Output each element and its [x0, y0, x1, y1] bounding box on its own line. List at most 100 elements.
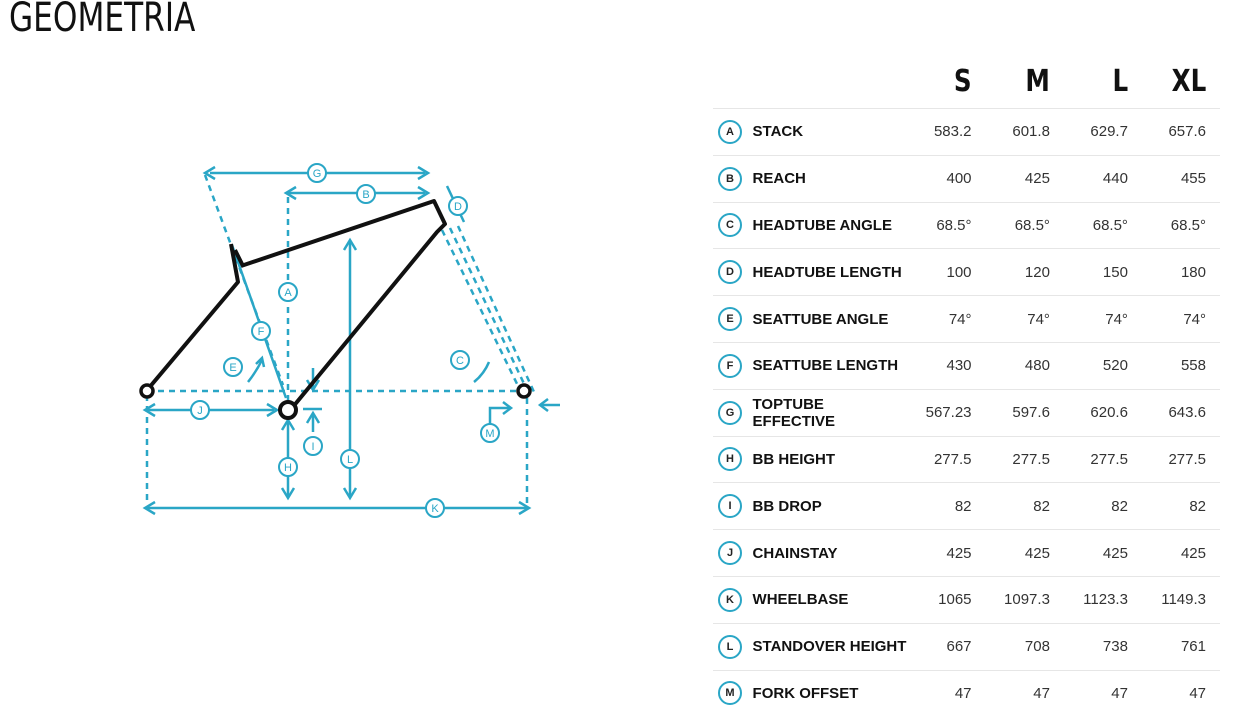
diagram-badge-c: C: [450, 350, 470, 370]
diagram-badge-e: E: [223, 357, 243, 377]
diagram-badge-g: G: [307, 163, 327, 183]
cell-value: 425: [1063, 529, 1142, 577]
row-letter-badge: L: [718, 634, 742, 659]
cell-value: 74°: [1141, 295, 1220, 343]
cell-value: 643.6: [1141, 388, 1220, 437]
cell-value: 68.5°: [1063, 201, 1142, 249]
cell-value: 601.8: [985, 108, 1064, 156]
frame-outline: [146, 199, 447, 410]
svg-text:D: D: [454, 201, 462, 213]
svg-text:L: L: [347, 454, 353, 466]
size-header-row: S M L XL: [713, 55, 1220, 109]
row-label: BB DROP: [752, 482, 908, 530]
rear-axle: [139, 383, 155, 399]
diagram-badge-k: K: [425, 498, 445, 518]
cell-value: 1097.3: [985, 575, 1064, 624]
cell-value: 74°: [907, 295, 986, 343]
cell-value: 425: [985, 529, 1064, 577]
svg-text:M: M: [485, 428, 494, 440]
row-letter-badge: J: [718, 541, 742, 566]
row-label: REACH: [752, 154, 908, 203]
cell-value: 82: [985, 482, 1064, 530]
cell-value: 1065: [907, 575, 986, 624]
cell-value: 68.5°: [907, 201, 986, 249]
row-label: STANDOVER HEIGHT: [752, 622, 908, 671]
cell-value: 400: [907, 154, 986, 203]
row-letter-badge: K: [718, 587, 742, 612]
page-title: GEOMETRIA: [9, 0, 196, 41]
cell-value: 47: [1063, 669, 1142, 716]
row-label: HEADTUBE LENGTH: [752, 248, 908, 296]
cell-value: 425: [1141, 529, 1220, 577]
cell-value: 761: [1141, 622, 1220, 671]
cell-value: 100: [907, 248, 986, 296]
diagram-badge-b: B: [356, 184, 376, 204]
cell-value: 68.5°: [1141, 201, 1220, 249]
cell-value: 74°: [985, 295, 1064, 343]
size-header-xl: XL: [1171, 64, 1206, 99]
cell-value: 68.5°: [985, 201, 1064, 249]
cell-value: 425: [907, 529, 986, 577]
cell-value: 440: [1063, 154, 1142, 203]
cell-value: 150: [1063, 248, 1142, 296]
svg-text:E: E: [229, 362, 236, 374]
row-letter-badge: E: [718, 307, 742, 332]
row-letter-badge: I: [718, 494, 742, 519]
diagram-badge-a: A: [278, 282, 298, 302]
cell-value: 82: [1063, 482, 1142, 530]
cell-value: 180: [1141, 248, 1220, 296]
diagram-badge-m: M: [480, 423, 500, 443]
svg-text:C: C: [456, 355, 464, 367]
cell-value: 82: [1141, 482, 1220, 530]
row-letter-badge: F: [718, 353, 742, 378]
cell-value: 558: [1141, 341, 1220, 390]
diagram-badge-h: H: [278, 457, 298, 477]
row-letter-badge: M: [718, 681, 742, 706]
diagram-badge-j: J: [190, 400, 210, 420]
diagram-badge-d: D: [448, 196, 468, 216]
row-label: WHEELBASE: [752, 575, 908, 624]
size-header-m: M: [1025, 64, 1050, 99]
row-letter-badge: A: [718, 119, 742, 144]
cell-value: 567.23: [907, 388, 986, 437]
cell-value: 620.6: [1063, 388, 1142, 437]
cell-value: 74°: [1063, 295, 1142, 343]
row-label: STACK: [752, 108, 908, 156]
row-letter-badge: H: [718, 447, 742, 472]
svg-text:I: I: [311, 441, 314, 453]
cell-value: 738: [1063, 622, 1142, 671]
cell-value: 430: [907, 341, 986, 390]
row-letter-badge: D: [718, 260, 742, 285]
svg-text:A: A: [284, 287, 292, 299]
cell-value: 1123.3: [1063, 575, 1142, 624]
cell-value: 277.5: [1063, 435, 1142, 483]
row-letter-badge: C: [718, 213, 742, 238]
cell-value: 455: [1141, 154, 1220, 203]
svg-text:H: H: [284, 462, 292, 474]
cell-value: 47: [1141, 669, 1220, 716]
cell-value: 120: [985, 248, 1064, 296]
svg-text:G: G: [313, 168, 322, 180]
svg-text:B: B: [362, 189, 369, 201]
bottom-bracket: [278, 400, 298, 420]
row-label: BB HEIGHT: [752, 435, 908, 483]
row-label: SEATTUBE LENGTH: [752, 341, 908, 390]
diagram-badge-l: L: [340, 449, 360, 469]
cell-value: 47: [907, 669, 986, 716]
svg-text:K: K: [431, 503, 439, 515]
size-header-l: L: [1112, 64, 1128, 99]
row-label: TOPTUBE EFFECTIVE: [752, 388, 908, 437]
cell-value: 277.5: [1141, 435, 1220, 483]
